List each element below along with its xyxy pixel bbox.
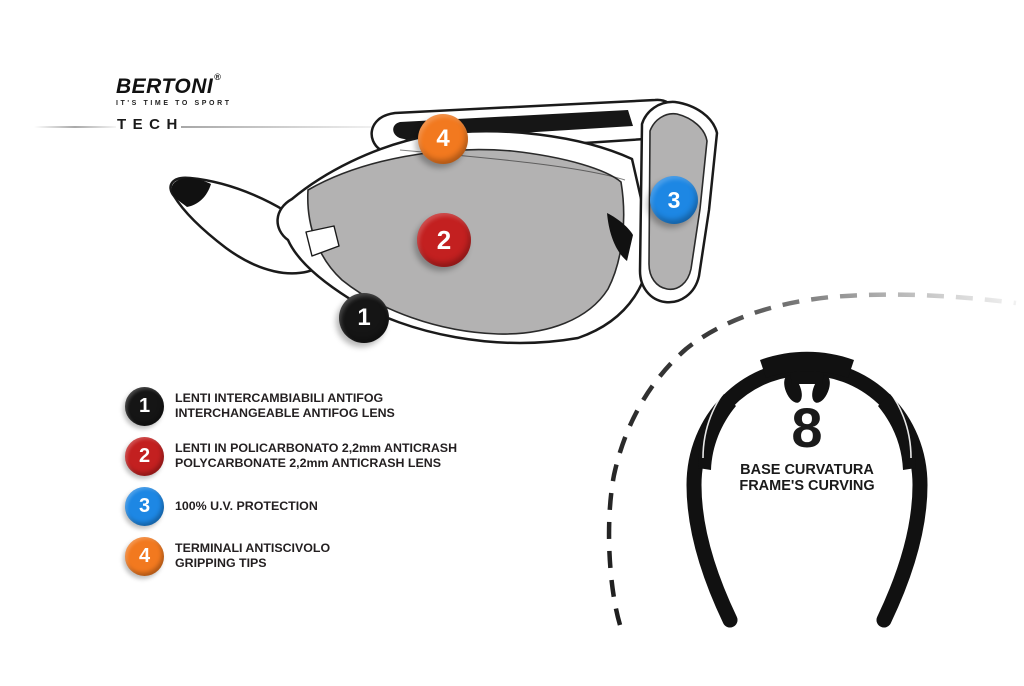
nose-pad-bridge (790, 374, 824, 384)
legend-text-3: 100% U.V. PROTECTION (175, 499, 318, 514)
legend-item-4: 4 TERMINALI ANTISCIVOLO GRIPPING TIPS (125, 536, 330, 576)
callout-badge-2: 2 (417, 213, 471, 267)
legend-badge-3: 3 (125, 486, 164, 526)
legend-text-1: LENTI INTERCAMBIABILI ANTIFOG INTERCHANG… (175, 391, 395, 421)
legend-line2: POLYCARBONATE 2,2mm ANTICRASH LENS (175, 456, 441, 470)
curvature-text-block: 8 BASE CURVATURA FRAME'S CURVING (722, 396, 892, 495)
callout-badge-3: 3 (650, 176, 698, 224)
frame-front-bar (760, 351, 854, 378)
legend-line1: TERMINALI ANTISCIVOLO (175, 541, 331, 555)
curvature-top-view-icon (606, 292, 1017, 628)
callout-badge-4: 4 (418, 114, 468, 164)
curvature-value: 8 (791, 396, 823, 459)
nose-notch (305, 225, 340, 257)
brand-name-text: BERTONI (116, 75, 214, 98)
legend-item-2: 2 LENTI IN POLICARBONATO 2,2mm ANTICRASH… (125, 436, 457, 476)
sunglasses-illustration (169, 98, 719, 345)
brand-tagline: IT'S TIME TO SPORT (116, 100, 232, 107)
decor-line-left (34, 126, 116, 128)
legend-text-4: TERMINALI ANTISCIVOLO GRIPPING TIPS (175, 541, 330, 571)
curvature-label-english: FRAME'S CURVING (739, 478, 875, 494)
curvature-diagram: 8 BASE CURVATURA FRAME'S CURVING (590, 290, 1024, 686)
legend-line2: GRIPPING TIPS (175, 556, 267, 570)
legend-item-3: 3 100% U.V. PROTECTION (125, 486, 318, 526)
legend-line1: 100% U.V. PROTECTION (175, 498, 318, 513)
curvature-label-italian: BASE CURVATURA (740, 462, 874, 478)
brand-logo: BERTONI® IT'S TIME TO SPORT (116, 73, 232, 108)
legend-text-2: LENTI IN POLICARBONATO 2,2mm ANTICRASH P… (175, 441, 457, 471)
brand-series: TECH (117, 116, 184, 133)
arc-highlight-left (702, 381, 733, 459)
nose-pad-black (607, 213, 633, 261)
legend-badge-4: 4 (125, 536, 164, 576)
legend-item-1: 1 LENTI INTERCAMBIABILI ANTIFOG INTERCHA… (125, 386, 395, 426)
frame-hinge-right (878, 394, 916, 470)
registered-mark: ® (214, 72, 222, 82)
frame-hinge-left (698, 394, 736, 470)
legend-line2: INTERCHANGEABLE ANTIFOG LENS (175, 406, 395, 420)
dashed-curvature-arc (606, 292, 1017, 626)
legend-line1: LENTI IN POLICARBONATO 2,2mm ANTICRASH (175, 441, 458, 455)
legend-badge-2: 2 (125, 436, 164, 476)
left-temple-tip-black (171, 178, 211, 207)
callout-badge-1: 1 (339, 293, 389, 343)
arc-highlight-right (881, 381, 912, 459)
legend-badge-1: 1 (125, 386, 164, 426)
decor-line-right (181, 126, 411, 128)
brand-name: BERTONI® (116, 73, 232, 98)
legend-line1: LENTI INTERCAMBIABILI ANTIFOG (175, 391, 384, 405)
